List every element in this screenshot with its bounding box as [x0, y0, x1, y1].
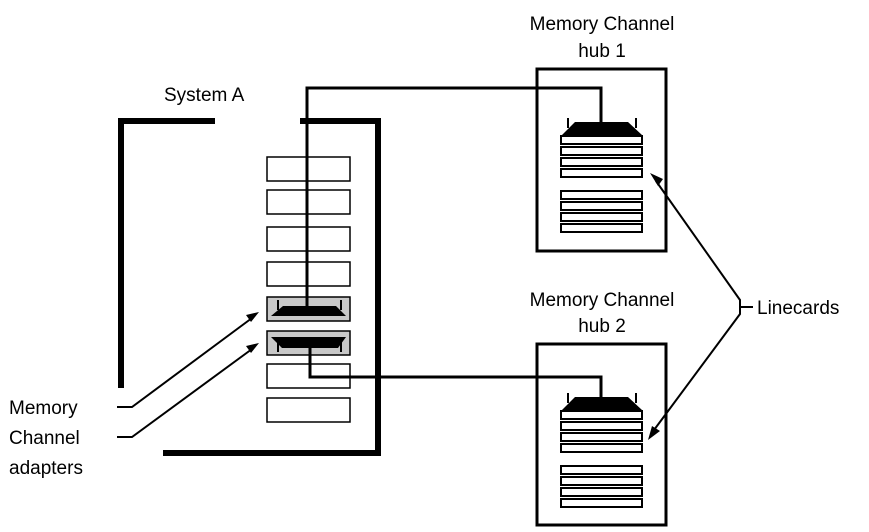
linecards-label: Linecards: [757, 298, 840, 319]
hub-1-enclosure: [535, 67, 668, 253]
adapters-label-line1: Memory: [9, 398, 78, 419]
cable-adapter-2-to-hub-2: [308, 348, 603, 397]
hub-2-enclosure: [535, 342, 668, 527]
hub-1-linecard: [560, 118, 643, 233]
cable-adapter-1-to-hub-1: [305, 86, 603, 306]
system-a-chassis: [118, 118, 381, 456]
hub-2-label-line1: Memory Channel: [529, 290, 675, 311]
linecards-callout: [653, 180, 753, 431]
adapters-label-line3: adapters: [9, 458, 83, 479]
adapters-callout: [117, 317, 253, 438]
hub-1-label-line1: Memory Channel: [529, 14, 675, 35]
hub-2-linecard: [560, 393, 643, 508]
adapters-label-line2: Channel: [9, 428, 80, 449]
hub-1-label-line2: hub 1: [578, 41, 626, 62]
hub-2-label-line2: hub 2: [578, 316, 626, 337]
pci-slot: [266, 397, 351, 423]
arrowhead-icon: [648, 173, 663, 440]
system-a-label: System A: [164, 85, 245, 106]
arrowhead-icon: [246, 312, 259, 353]
memory-channel-adapter-1: [266, 296, 351, 322]
